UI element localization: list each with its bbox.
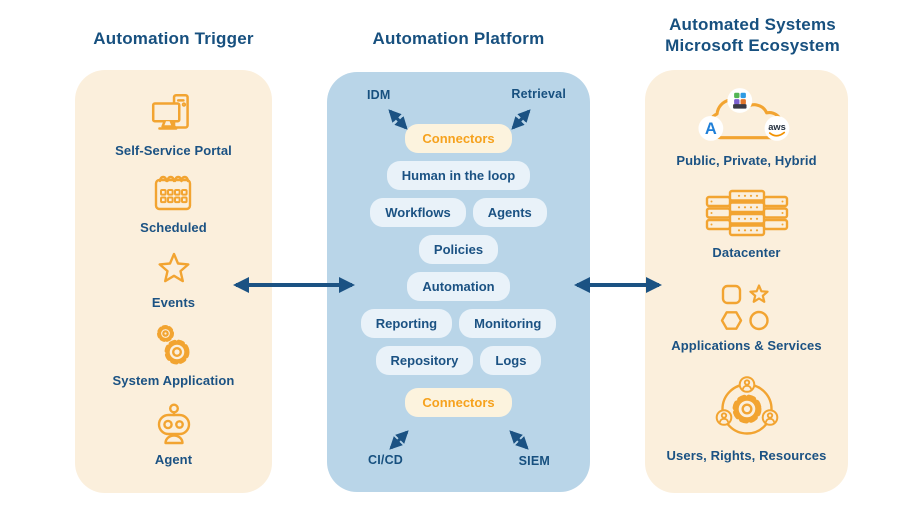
platform-column-title: Automation Platform (372, 29, 545, 48)
microsoft-365-logo (727, 88, 753, 113)
systems-title-line1: Automated Systems (669, 15, 836, 34)
automation-trigger-panel: Self-Service Portal (75, 70, 272, 493)
retrieval-label: Retrieval (511, 87, 566, 101)
cicd-label: CI/CD (368, 453, 404, 467)
monitoring-pill: Monitoring (459, 309, 557, 338)
item-label: Users, Rights, Resources (666, 447, 827, 463)
automated-systems-panel: A aws Public (645, 70, 848, 493)
systems-items: A aws Public (645, 70, 848, 493)
agent-icon (157, 403, 190, 445)
platform-pill-stack: Connectors Human in the loop Workflows A… (327, 124, 590, 417)
events-icon (158, 252, 189, 282)
item-label: Datacenter (712, 245, 781, 261)
policies-pill: Policies (418, 235, 499, 264)
connectors-bottom-pill: Connectors (405, 388, 512, 417)
automation-platform-panel: IDM Retrieval CI/CD SIEM Connectors Huma… (327, 72, 590, 492)
reporting-pill: Reporting (360, 309, 453, 338)
systems-item-applications: Applications & Services (671, 281, 822, 353)
repository-pill: Repository (375, 346, 474, 375)
svg-text:A: A (705, 119, 717, 138)
workflows-pill: Workflows (370, 198, 466, 227)
pill-row: Reporting Monitoring (360, 309, 557, 338)
trigger-items: Self-Service Portal (75, 70, 272, 493)
trigger-item-agent: Agent (150, 401, 198, 467)
human-in-the-loop-pill: Human in the loop (386, 161, 531, 190)
trigger-item-system-application: System Application (113, 322, 235, 388)
pill-row: Repository Logs (375, 346, 542, 375)
self-service-portal-icon (152, 93, 190, 130)
logs-pill: Logs (480, 346, 542, 375)
azure-logo: A (698, 115, 724, 141)
item-label: Public, Private, Hybrid (676, 153, 817, 168)
item-label: System Application (112, 373, 235, 389)
trigger-item-scheduled: Scheduled (140, 171, 207, 235)
siem-label: SIEM (518, 454, 550, 468)
systems-column-title: Automated Systems Microsoft Ecosystem (635, 14, 870, 56)
aws-logo: aws (765, 115, 790, 141)
idm-label: IDM (367, 88, 391, 102)
agents-pill: Agents (472, 198, 547, 227)
systems-item-users: Users, Rights, Resources (667, 373, 827, 463)
scheduled-icon (155, 175, 192, 210)
item-label: Applications & Services (671, 337, 822, 353)
item-label: Events (151, 294, 196, 310)
systems-title-line2: Microsoft Ecosystem (665, 36, 840, 55)
systems-item-cloud: A aws Public (676, 86, 817, 168)
item-label: Scheduled (140, 219, 207, 235)
applications-services-icon (721, 284, 770, 330)
pill-row: Workflows Agents (370, 198, 547, 227)
trigger-column-title: Automation Trigger (93, 29, 254, 48)
item-label: Agent (154, 452, 193, 467)
trigger-item-events: Events (150, 248, 198, 310)
automation-pill: Automation (407, 272, 510, 301)
connectors-top-pill: Connectors (405, 124, 512, 153)
svg-text:aws: aws (769, 122, 787, 132)
users-rights-resources-icon (715, 376, 778, 435)
systems-item-datacenter: Datacenter (701, 188, 793, 260)
datacenter-icon (705, 190, 788, 237)
item-label: Self-Service Portal (115, 143, 232, 158)
trigger-item-self-service-portal: Self-Service Portal (115, 92, 232, 158)
system-application-icon (156, 325, 189, 365)
cloud-providers-icon: A aws (698, 88, 790, 141)
